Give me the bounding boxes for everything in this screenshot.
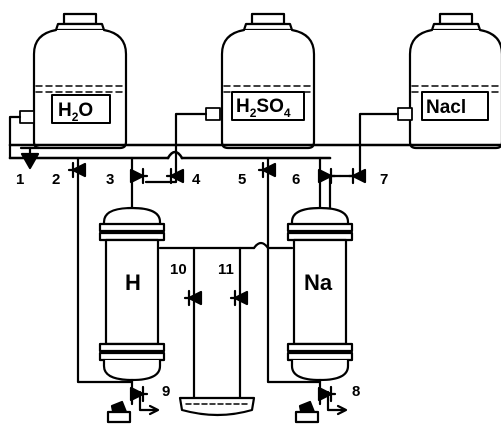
valve-3 (129, 167, 149, 185)
valve-1 (19, 146, 41, 170)
outlet-na (294, 378, 348, 424)
valve-6 (317, 167, 337, 185)
water-outlet-pipe (8, 115, 22, 160)
valve-1-label: 1 (16, 171, 24, 188)
drain-basin (178, 396, 256, 417)
tank-salt-label: Nacl (426, 97, 466, 118)
tank-acid (205, 12, 316, 150)
valve-6-label: 6 (292, 171, 300, 188)
feed-pipes (76, 156, 342, 410)
outlet-h (106, 378, 160, 424)
valve-8-label: 8 (352, 383, 360, 400)
tank-water (19, 12, 128, 150)
valve-7-label: 7 (380, 171, 388, 188)
valve-7 (347, 167, 367, 185)
valve-9-label: 9 (162, 383, 170, 400)
acid-outlet-pipe (144, 112, 208, 184)
valve-4-label: 4 (192, 171, 201, 188)
tank-water-label: H2O (58, 100, 93, 124)
valve-2-label: 2 (52, 171, 60, 188)
valve-11-label: 11 (218, 261, 234, 278)
column-h (98, 206, 166, 382)
tank-salt (397, 12, 501, 150)
column-na (286, 206, 354, 382)
tank-acid-label: H2SO4 (236, 96, 291, 120)
valve-5-label: 5 (238, 171, 246, 188)
valve-3-label: 3 (106, 171, 114, 188)
column-na-label: Na (304, 270, 333, 295)
valve-10-label: 10 (170, 261, 187, 278)
column-h-label: H (125, 270, 141, 295)
